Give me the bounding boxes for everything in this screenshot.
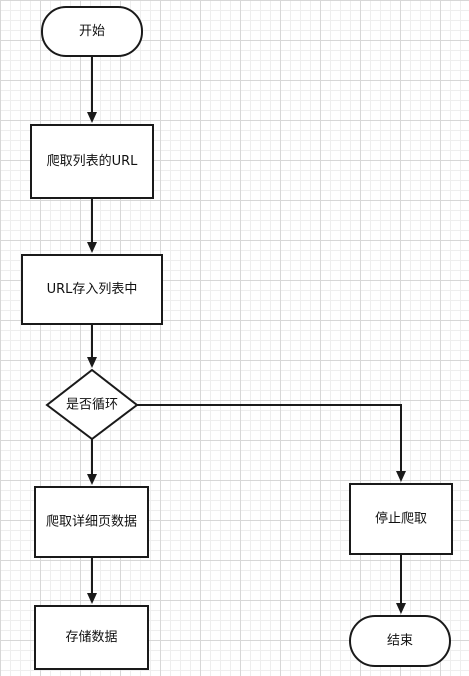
process-box	[21, 254, 163, 325]
decision-diamond	[45, 368, 139, 441]
node-start: 开始	[41, 6, 143, 57]
edge-stop-crawl-to-end	[396, 554, 406, 614]
store-data-label: 存储数据	[65, 630, 117, 645]
edge-start-to-crawl-list-url	[87, 56, 97, 123]
process-box	[30, 124, 154, 199]
node-crawl-list-url: 爬取列表的URL	[30, 124, 154, 199]
node-stop-crawl: 停止爬取	[349, 483, 453, 555]
edge-loop-decision-to-stop-crawl	[137, 404, 406, 482]
node-crawl-detail: 爬取详细页数据	[34, 486, 149, 558]
edges	[87, 56, 406, 614]
node-store-data: 存储数据	[34, 605, 149, 670]
store-url-list-label: URL存入列表中	[47, 282, 138, 297]
stop-crawl-label: 停止爬取	[375, 511, 427, 527]
end-label: 结束	[387, 634, 413, 649]
edge-store-url-list-to-loop-decision	[87, 324, 97, 368]
terminal-shape	[349, 615, 451, 667]
process-box	[349, 483, 453, 555]
crawl-detail-label: 爬取详细页数据	[46, 515, 137, 530]
edge-crawl-list-url-to-store-url-list	[87, 198, 97, 253]
node-loop-decision: 是否循环	[45, 368, 139, 441]
terminal-shape	[41, 6, 143, 57]
process-box	[34, 486, 149, 558]
node-end: 结束	[349, 615, 451, 667]
edge-loop-decision-to-crawl-detail	[87, 439, 97, 485]
start-label: 开始	[79, 24, 105, 39]
crawl-list-url-label: 爬取列表的URL	[47, 153, 139, 169]
loop-decision-label: 是否循环	[66, 398, 118, 413]
nodes: 开始 爬取列表的URL URL存入列表中 是否循环 爬取详细页数据 存储数据	[21, 6, 453, 670]
process-box	[34, 605, 149, 670]
edge-crawl-detail-to-store-data	[87, 557, 97, 604]
node-store-url-list: URL存入列表中	[21, 254, 163, 325]
